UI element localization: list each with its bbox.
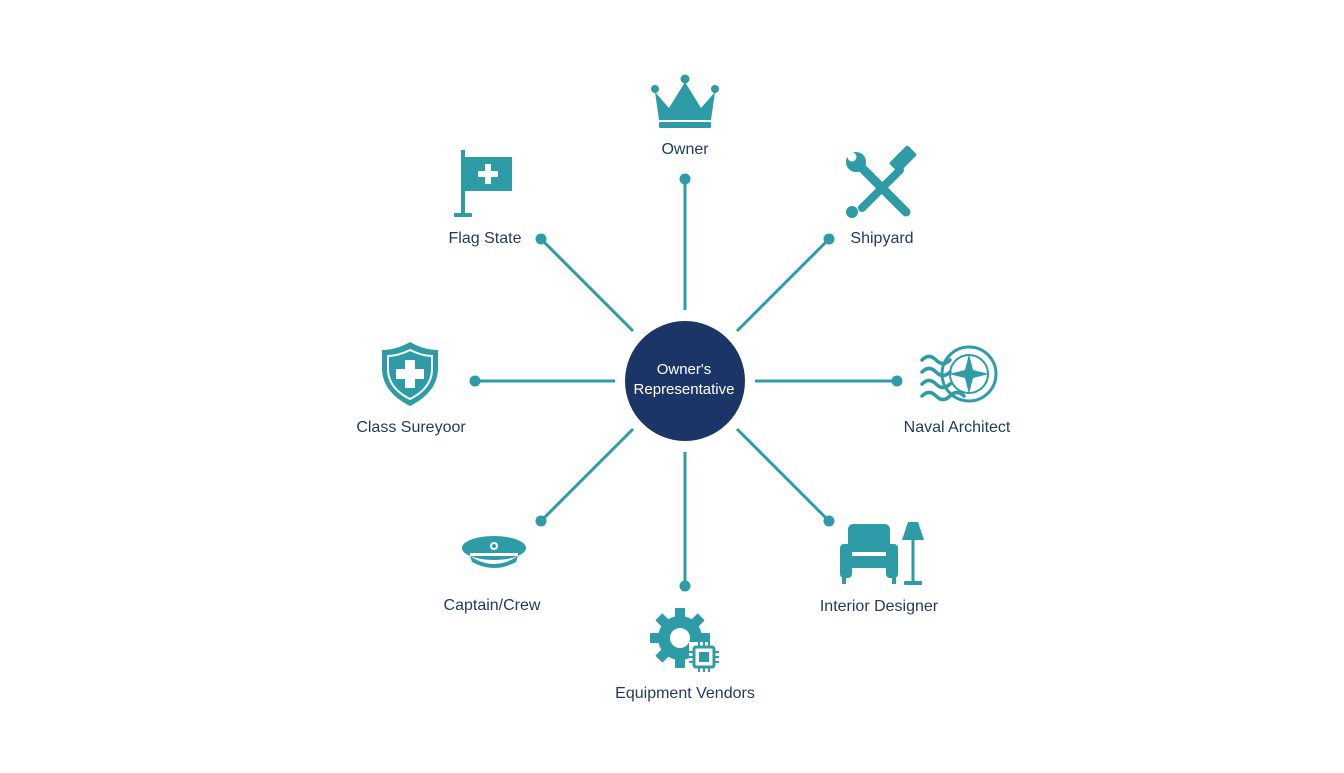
flag-icon [454, 150, 512, 217]
connector-flag-state [535, 233, 635, 333]
shield-plus-icon [382, 342, 438, 406]
armchair-lamp-icon [840, 522, 924, 585]
gear-chip-icon [650, 608, 719, 672]
crown-icon [651, 74, 719, 128]
connector-equipment-vendors [679, 452, 691, 592]
connectors [469, 173, 903, 592]
node-label-interior-designer: Interior Designer [819, 598, 939, 615]
waves-compass-icon [920, 345, 998, 403]
node-label-class-surveyor: Class Sureyoor [356, 419, 466, 436]
node-label-naval-architect: Naval Architect [903, 419, 1011, 436]
connector-shipyard [735, 233, 835, 333]
node-label-shipyard: Shipyard [850, 230, 914, 247]
node-label-captain-crew: Captain/Crew [443, 597, 541, 614]
connector-naval-architect [755, 375, 903, 387]
center-label: Owner's Representative [624, 318, 744, 442]
connector-captain-crew [535, 427, 635, 527]
center-hub [625, 321, 745, 441]
connector-interior-designer [735, 427, 835, 527]
node-label-owner: Owner [661, 141, 709, 158]
connector-class-surveyor [469, 375, 615, 387]
node-label-flag-state: Flag State [448, 230, 522, 247]
node-label-equipment-vendors: Equipment Vendors [615, 685, 755, 702]
wrench-hammer-icon [846, 145, 917, 218]
captain-hat-icon [462, 536, 526, 568]
center-label-line2: Representative [633, 381, 735, 398]
center-label-line1: Owner's [656, 361, 712, 378]
connector-owner [679, 173, 691, 310]
